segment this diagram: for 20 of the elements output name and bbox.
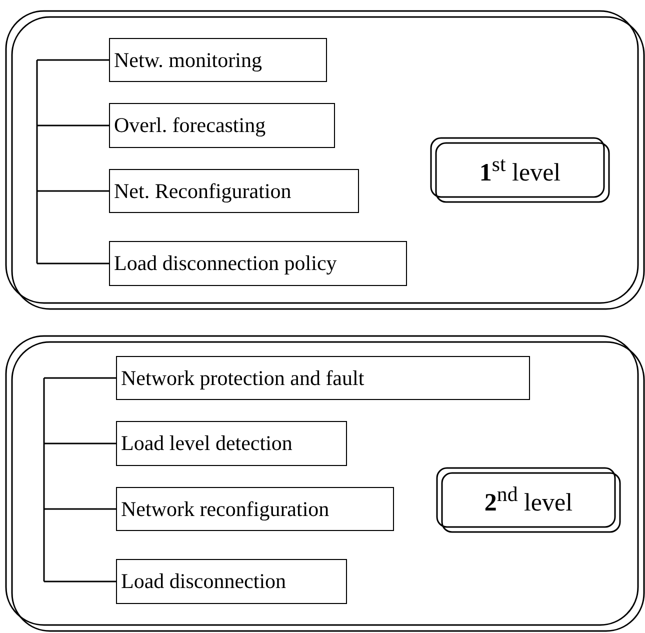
connector-line — [44, 508, 116, 510]
level-label: 1$^{st}$ level — [479, 152, 561, 188]
connector-line — [37, 262, 109, 264]
function-box: Load disconnection policy — [109, 241, 407, 286]
connector-line — [37, 124, 109, 126]
level-label: 2$^{nd}$ level — [484, 482, 573, 518]
function-box: Network protection and fault — [116, 356, 530, 400]
function-box: Load disconnection — [116, 559, 347, 604]
bracket-line — [36, 60, 38, 264]
function-box: Overl. forecasting — [109, 103, 335, 148]
function-box: Network reconfiguration — [116, 487, 394, 531]
connector-line — [37, 59, 109, 61]
bracket-line — [43, 378, 45, 582]
connector-line — [44, 377, 116, 379]
connector-line — [44, 442, 116, 444]
function-box: Net. Reconfiguration — [109, 169, 359, 213]
function-box: Netw. monitoring — [109, 38, 327, 82]
connector-line — [44, 580, 116, 582]
function-box: Load level detection — [116, 421, 347, 466]
connector-line — [37, 190, 109, 192]
